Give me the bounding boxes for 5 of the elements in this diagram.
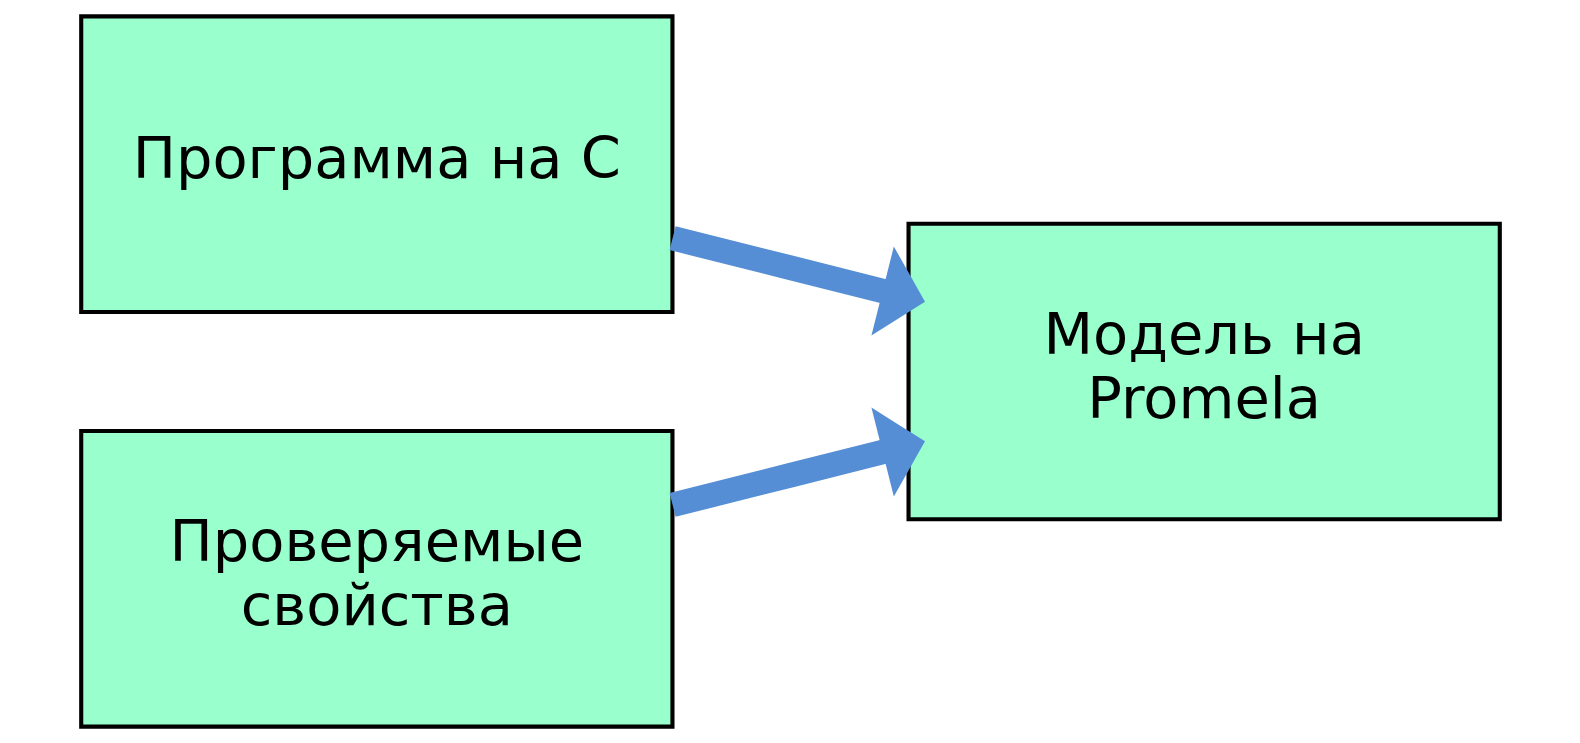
arrow	[669, 407, 925, 517]
node-box: Программа на C	[78, 14, 674, 314]
node-box: Проверяемые свойства	[78, 429, 674, 729]
node-box: Модель на Promela	[906, 221, 1502, 522]
arrow	[669, 226, 925, 336]
